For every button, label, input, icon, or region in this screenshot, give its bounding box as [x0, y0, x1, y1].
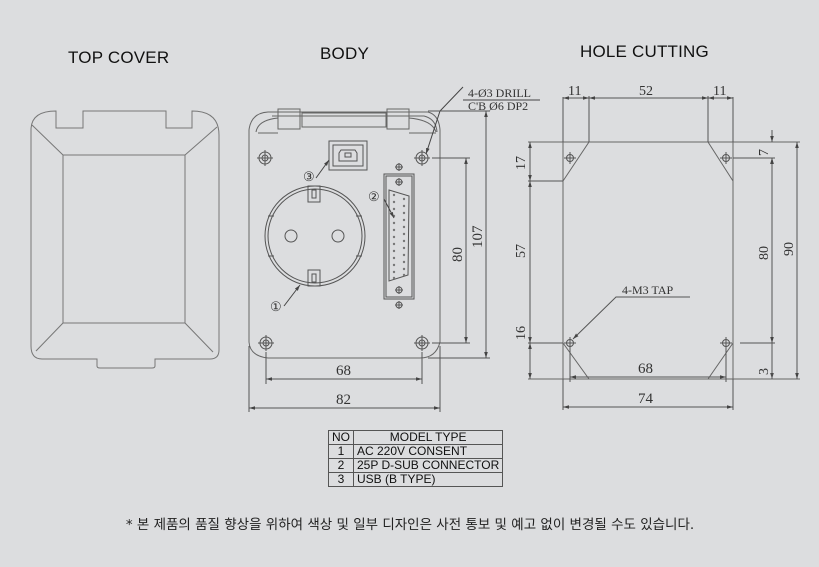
legend-row-type: AC 220V CONSENT: [352, 444, 504, 459]
dim-body-68: 68: [336, 363, 351, 379]
dim-hole-bottom-74: 74: [638, 391, 654, 407]
dim-body-107: 107: [470, 225, 486, 248]
dim-hole-right-80: 80: [757, 246, 772, 260]
dim-hole-right-3: 3: [757, 368, 772, 375]
dim-hole-left-16: 16: [514, 326, 529, 340]
ac-socket-icon: [264, 185, 366, 287]
dim-hole-top-right-11: 11: [713, 84, 726, 99]
dim-hole-top-left-11: 11: [568, 84, 581, 99]
marker-2: ②: [368, 189, 380, 204]
marker-1: ①: [270, 299, 282, 314]
hole-cutting-outline: [528, 141, 800, 407]
legend-header-type: MODEL TYPE: [352, 430, 504, 445]
tap-callout: 4-M3 TAP: [622, 283, 673, 297]
legend-header-row: NO MODEL TYPE: [328, 430, 504, 445]
dsub-25-connector-icon: [383, 163, 415, 309]
body-title: BODY: [320, 44, 369, 63]
disclaimer-footnote: * 본 제품의 품질 향상을 위하여 색상 및 일부 디자인은 사전 통보 및 …: [125, 517, 695, 533]
legend-header-no: NO: [328, 430, 354, 445]
mounting-hole-icon: [257, 150, 430, 351]
legend-row-no: 1: [328, 444, 354, 459]
drill-leader-line: [425, 86, 464, 155]
legend-row-no: 3: [328, 472, 354, 487]
hole-cutting-title: HOLE CUTTING: [580, 42, 709, 61]
dim-body-80: 80: [450, 247, 466, 262]
legend-row-no: 2: [328, 458, 354, 473]
legend-row: 1 AC 220V CONSENT: [328, 444, 504, 459]
dim-hole-right-90: 90: [782, 242, 797, 256]
dim-hole-right-7: 7: [757, 149, 772, 156]
legend-row-type: 25P D-SUB CONNECTOR: [352, 458, 504, 473]
callout-leader-2: [383, 198, 395, 219]
dim-hole-left-57: 57: [514, 244, 529, 258]
dim-hole-left-17: 17: [514, 156, 529, 170]
legend-row: 3 USB (B TYPE): [328, 472, 504, 487]
drill-callout-line2: C'B Ø6 DP2: [468, 99, 528, 113]
hole-dimension-lines: [528, 96, 799, 410]
callout-leader-1: [283, 284, 301, 307]
dim-hole-top-52: 52: [639, 84, 653, 99]
dim-hole-bottom-68: 68: [638, 361, 653, 377]
legend-row: 2 25P D-SUB CONNECTOR: [328, 458, 504, 473]
top-cover-outline: [30, 110, 220, 369]
usb-b-port-icon: [328, 140, 368, 171]
dim-body-82: 82: [336, 392, 351, 408]
marker-3: ③: [303, 169, 315, 184]
drill-callout-line1: 4-Ø3 DRILL: [468, 86, 531, 100]
top-cover-title: TOP COVER: [68, 48, 170, 67]
body-outline: [248, 108, 441, 359]
tap-hole-icon: [564, 152, 732, 349]
callout-leader-3: [315, 159, 330, 179]
legend-row-type: USB (B TYPE): [352, 472, 504, 487]
model-type-legend: NO MODEL TYPE 1 AC 220V CONSENT 2 25P D-…: [328, 430, 504, 487]
body-dimension-lines: [248, 110, 490, 412]
